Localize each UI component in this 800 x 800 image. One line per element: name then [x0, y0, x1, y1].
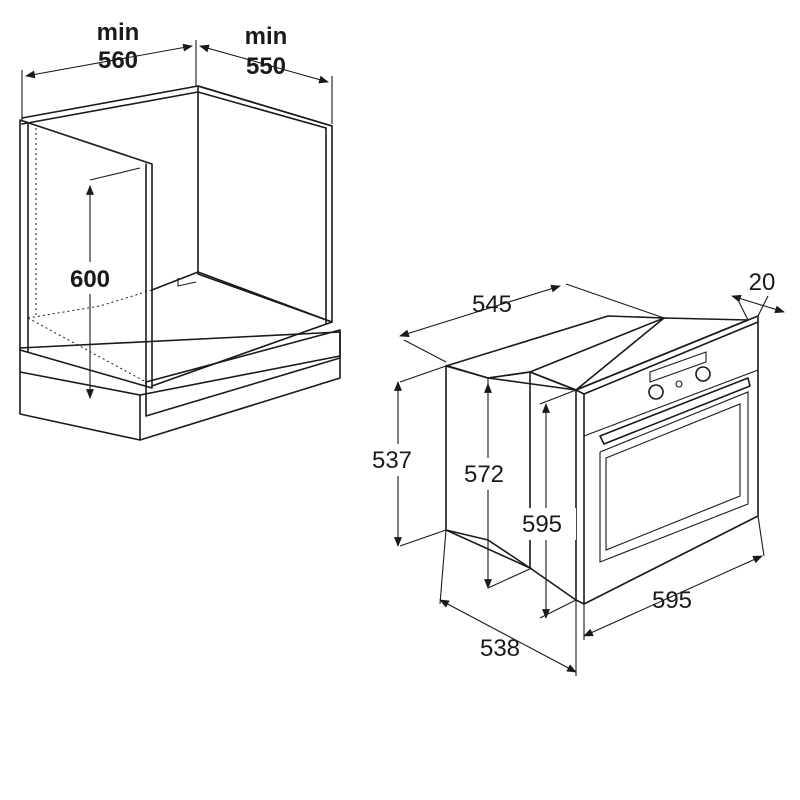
oven-display: [649, 351, 707, 383]
oven-depth-total-value: 545: [472, 291, 512, 318]
cabinet-left-side: [19, 119, 153, 389]
oven-handle: [599, 377, 751, 445]
oven-drawing: 545 20 537 572 595 538 595: [360, 269, 785, 676]
cabinet-width-value: 560: [98, 47, 138, 74]
cabinet-depth-value: 550: [246, 53, 286, 80]
oven-door-window: [605, 403, 741, 551]
cabinet-plinth: [19, 331, 341, 441]
oven-front-thickness-value: 20: [749, 269, 776, 296]
dimension-line-front-thickness: [731, 294, 785, 314]
cabinet-front-kickboard: [145, 329, 341, 417]
oven-knob-right: [695, 366, 711, 382]
cabinet-back-panel: [197, 85, 333, 323]
cabinet-width-min-label: min: [97, 19, 140, 46]
cabinet-drawing: min 560 min 550 600: [19, 19, 341, 441]
oven-front-height-value: 595: [522, 511, 562, 538]
oven-body-height-value: 537: [372, 447, 412, 474]
cabinet-depth-min-label: min: [245, 23, 288, 50]
oven-body-depth-value: 538: [480, 635, 520, 662]
dimension-line-front-width: [583, 555, 763, 637]
dimension-line-oven-depth: [399, 284, 561, 338]
dimension-line-width: [25, 43, 193, 79]
oven-knob-left: [648, 384, 664, 400]
oven-front-width-value: 595: [652, 587, 692, 614]
oven-body-top: [445, 315, 665, 391]
oven-inner-height-value: 572: [464, 461, 504, 488]
dimension-line-depth: [199, 44, 329, 84]
dimension-line-body-depth: [439, 599, 577, 673]
oven-button: [675, 380, 683, 388]
cabinet-height-value: 600: [70, 266, 110, 293]
